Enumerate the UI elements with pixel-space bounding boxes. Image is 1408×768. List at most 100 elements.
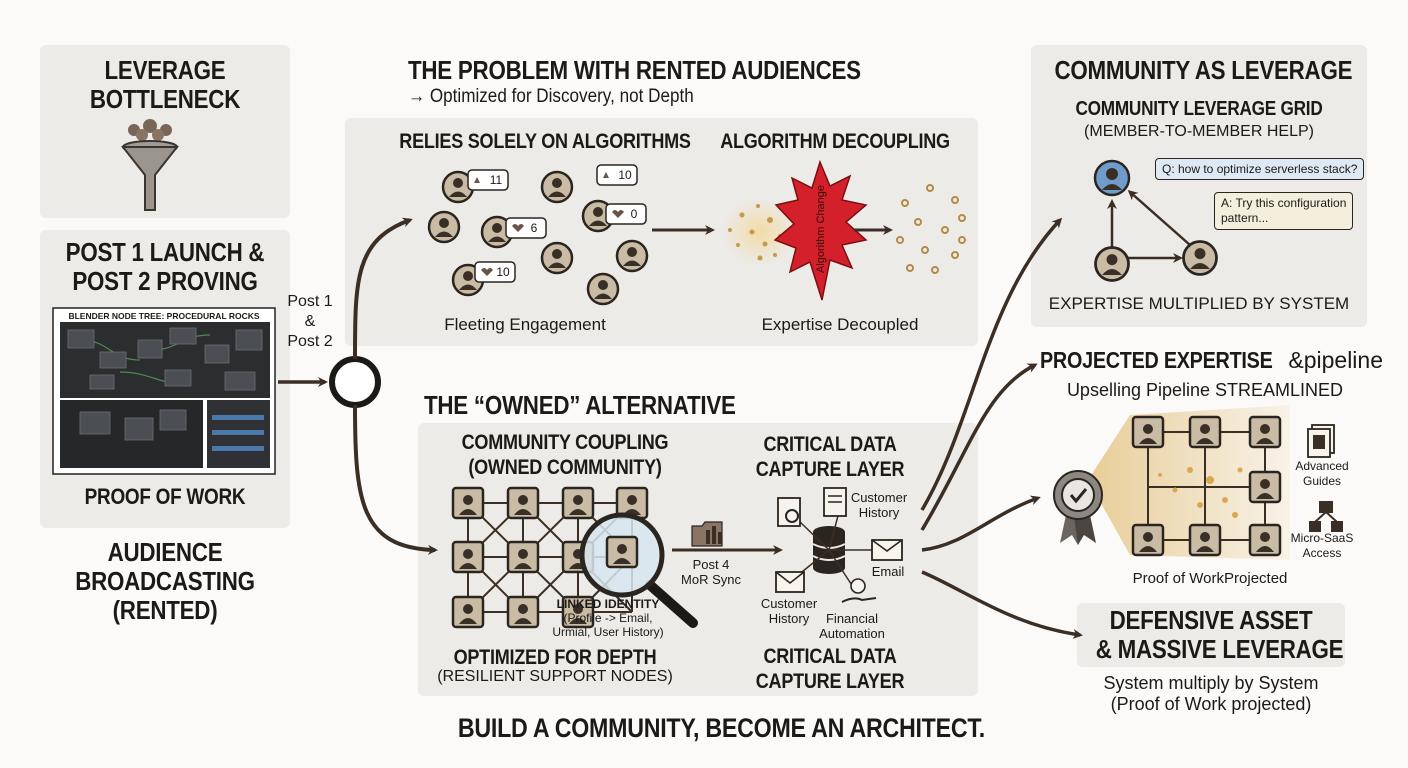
defensive-sub2: (Proof of Work projected) <box>1110 694 1312 714</box>
capture-top-line1: CRITICAL DATA <box>763 433 897 456</box>
defensive-line2: & MASSIVE LEVERAGE <box>1095 634 1344 664</box>
defensive-sub1: System multiply by System <box>1103 673 1319 693</box>
email-icon-2 <box>775 571 805 593</box>
answer-line1: A: Try this configuration <box>1221 196 1347 210</box>
saas-label: Micro-SaaS Access <box>1288 531 1356 561</box>
email-icon <box>871 539 903 561</box>
linked-identity-label: LINKED IDENTITY (Profile -> Email, Urmia… <box>548 597 668 639</box>
document-search-icon <box>777 497 801 527</box>
guides-line2: Guides <box>1302 474 1342 488</box>
launch-title-line1: POST 1 LAUNCH & <box>65 237 265 267</box>
defensive-title: DEFENSIVE ASSET & MASSIVE LEVERAGE <box>1095 605 1344 664</box>
community-title: COMMUNITY AS LEVERAGE <box>1054 55 1353 85</box>
folder-icon <box>691 521 723 547</box>
coupling-line2: (OWNED COMMUNITY) <box>468 456 662 479</box>
linked-identity-title: LINKED IDENTITY <box>556 597 660 611</box>
screenshot-title: BLENDER NODE TREE: PROCEDURAL ROCKS <box>68 311 260 321</box>
fleeting-engagement-label: Fleeting Engagement <box>444 315 606 334</box>
question-bubble: Q: how to optimize serverless stack? <box>1155 158 1365 180</box>
footer-tagline: BUILD A COMMUNITY, BECOME AN ARCHITECT. <box>457 713 985 743</box>
rented-subtitle: → Optimized for Discovery, not Depth <box>408 86 694 107</box>
rented-title: THE PROBLEM WITH RENTED AUDIENCES <box>408 55 861 85</box>
proof-projected-label: Proof of WorkProjected <box>1132 570 1288 587</box>
financial-automation-label: Financial Automation <box>812 611 892 641</box>
database-icon <box>812 526 846 574</box>
magnifier-icon <box>579 512 698 628</box>
guides-label: Advanced Guides <box>1290 459 1354 489</box>
broadcast-line1: AUDIENCE <box>107 537 223 567</box>
capture-bottom-line2: CAPTURE LAYER <box>755 670 905 693</box>
capture-top-line2: CAPTURE LAYER <box>755 458 905 481</box>
junction-line3: Post 2 <box>287 333 333 350</box>
broadcast-line2: BROADCASTING <box>75 566 255 596</box>
customer-history-label: Customer History <box>846 490 912 520</box>
broadcast-line3: (RENTED) <box>112 595 218 625</box>
algo-header: RELIES SOLELY ON ALGORITHMS <box>399 130 691 153</box>
bottleneck-title-line2: BOTTLENECK <box>89 84 241 114</box>
scattered-audience <box>427 164 649 306</box>
launch-title: POST 1 LAUNCH & POST 2 PROVING <box>58 238 273 296</box>
badge-hearts-6: 6 <box>530 221 538 235</box>
guides-icon <box>1307 424 1335 458</box>
customer-history-label-2: Customer History <box>756 596 822 626</box>
expertise-multiplied-label: EXPERTISE MULTIPLIED BY SYSTEM <box>1048 294 1350 313</box>
capture-title-bottom: CRITICAL DATA CAPTURE LAYER <box>753 644 908 694</box>
launch-title-line2: POST 2 PROVING <box>72 266 258 296</box>
defensive-asset-panel <box>1077 603 1345 667</box>
linked-identity-sub2: Urmial, User History) <box>552 625 664 639</box>
post4-line2: MoR Sync <box>681 572 741 587</box>
proof-of-work-label: PROOF OF WORK <box>84 484 246 509</box>
award-badge-icon <box>1053 470 1103 545</box>
guides-line1: Advanced <box>1295 459 1349 473</box>
saas-line2: Access <box>1302 546 1342 560</box>
linked-identity-sub1: (Profile -> Email, <box>563 611 653 625</box>
grid-subtitle: (MEMBER-TO-MEMBER HELP) <box>1084 123 1314 140</box>
owned-title: THE “OWNED” ALTERNATIVE <box>424 390 736 420</box>
answer-line2: pattern... <box>1221 211 1269 225</box>
badge-hearts-10: 10 <box>496 265 510 279</box>
bottleneck-title: LEVERAGE BOTTLENECK <box>58 56 273 114</box>
email-label: Email <box>871 564 905 579</box>
projected-title-bold: PROJECTED EXPERTISE <box>1040 347 1273 373</box>
junction-line1: Post 1 <box>287 293 333 310</box>
depth-line1: OPTIMIZED FOR DEPTH <box>453 646 657 669</box>
saas-line1: Micro-SaaS <box>1290 531 1354 545</box>
broadcasting-title: AUDIENCE BROADCASTING (RENTED) <box>58 538 273 625</box>
financial-line2: Automation <box>819 626 885 641</box>
post4-line1: Post 4 <box>692 557 730 572</box>
algorithm-change-label: Algorithm Change <box>815 184 827 274</box>
defensive-subtitle: System multiply by System (Proof of Work… <box>1077 673 1345 715</box>
blender-screenshot <box>52 307 276 475</box>
customer-history-line2: History <box>858 505 900 520</box>
projected-subtitle: Upselling Pipeline STREAMLINED <box>1066 380 1344 400</box>
capture-bottom-line1: CRITICAL DATA <box>763 645 897 668</box>
decoupled-dots <box>896 184 966 274</box>
coupling-title: COMMUNITY COUPLING (OWNED COMMUNITY) <box>440 430 689 480</box>
customer-history2-line1: Customer <box>760 596 818 611</box>
grid-title: COMMUNITY LEVERAGE GRID <box>1075 98 1323 120</box>
bottleneck-title-line1: LEVERAGE <box>104 55 226 85</box>
projected-title: PROJECTED EXPERTISE &pipeline <box>1040 347 1384 374</box>
funnel-icon <box>120 119 180 211</box>
customer-history2-line2: History <box>768 611 810 626</box>
junction-label: Post 1 & Post 2 <box>282 292 338 352</box>
post4-label: Post 4 MoR Sync <box>676 557 746 587</box>
coupling-line1: COMMUNITY COUPLING <box>461 431 669 454</box>
projected-title-rest: &pipeline <box>1288 347 1384 373</box>
member-avatar-blue <box>1093 159 1131 197</box>
financial-hand-icon <box>841 578 877 603</box>
badge-likes-10: 10 <box>618 168 632 182</box>
customer-history-line1: Customer <box>850 490 908 505</box>
expertise-decoupled-label: Expertise Decoupled <box>761 315 919 334</box>
depth-subtitle: (RESILIENT SUPPORT NODES) <box>437 668 673 685</box>
algorithm-change-burst <box>773 159 868 301</box>
decouple-header: ALGORITHM DECOUPLING <box>720 130 950 153</box>
junction-line2: & <box>304 313 316 330</box>
document-icon <box>823 487 847 517</box>
badge-likes-11: 11 <box>489 173 503 187</box>
badge-hearts-0: 0 <box>630 207 638 221</box>
community-leverage-panel <box>1031 45 1367 327</box>
capture-title-top: CRITICAL DATA CAPTURE LAYER <box>753 432 908 482</box>
defensive-line1: DEFENSIVE ASSET <box>1109 605 1313 635</box>
